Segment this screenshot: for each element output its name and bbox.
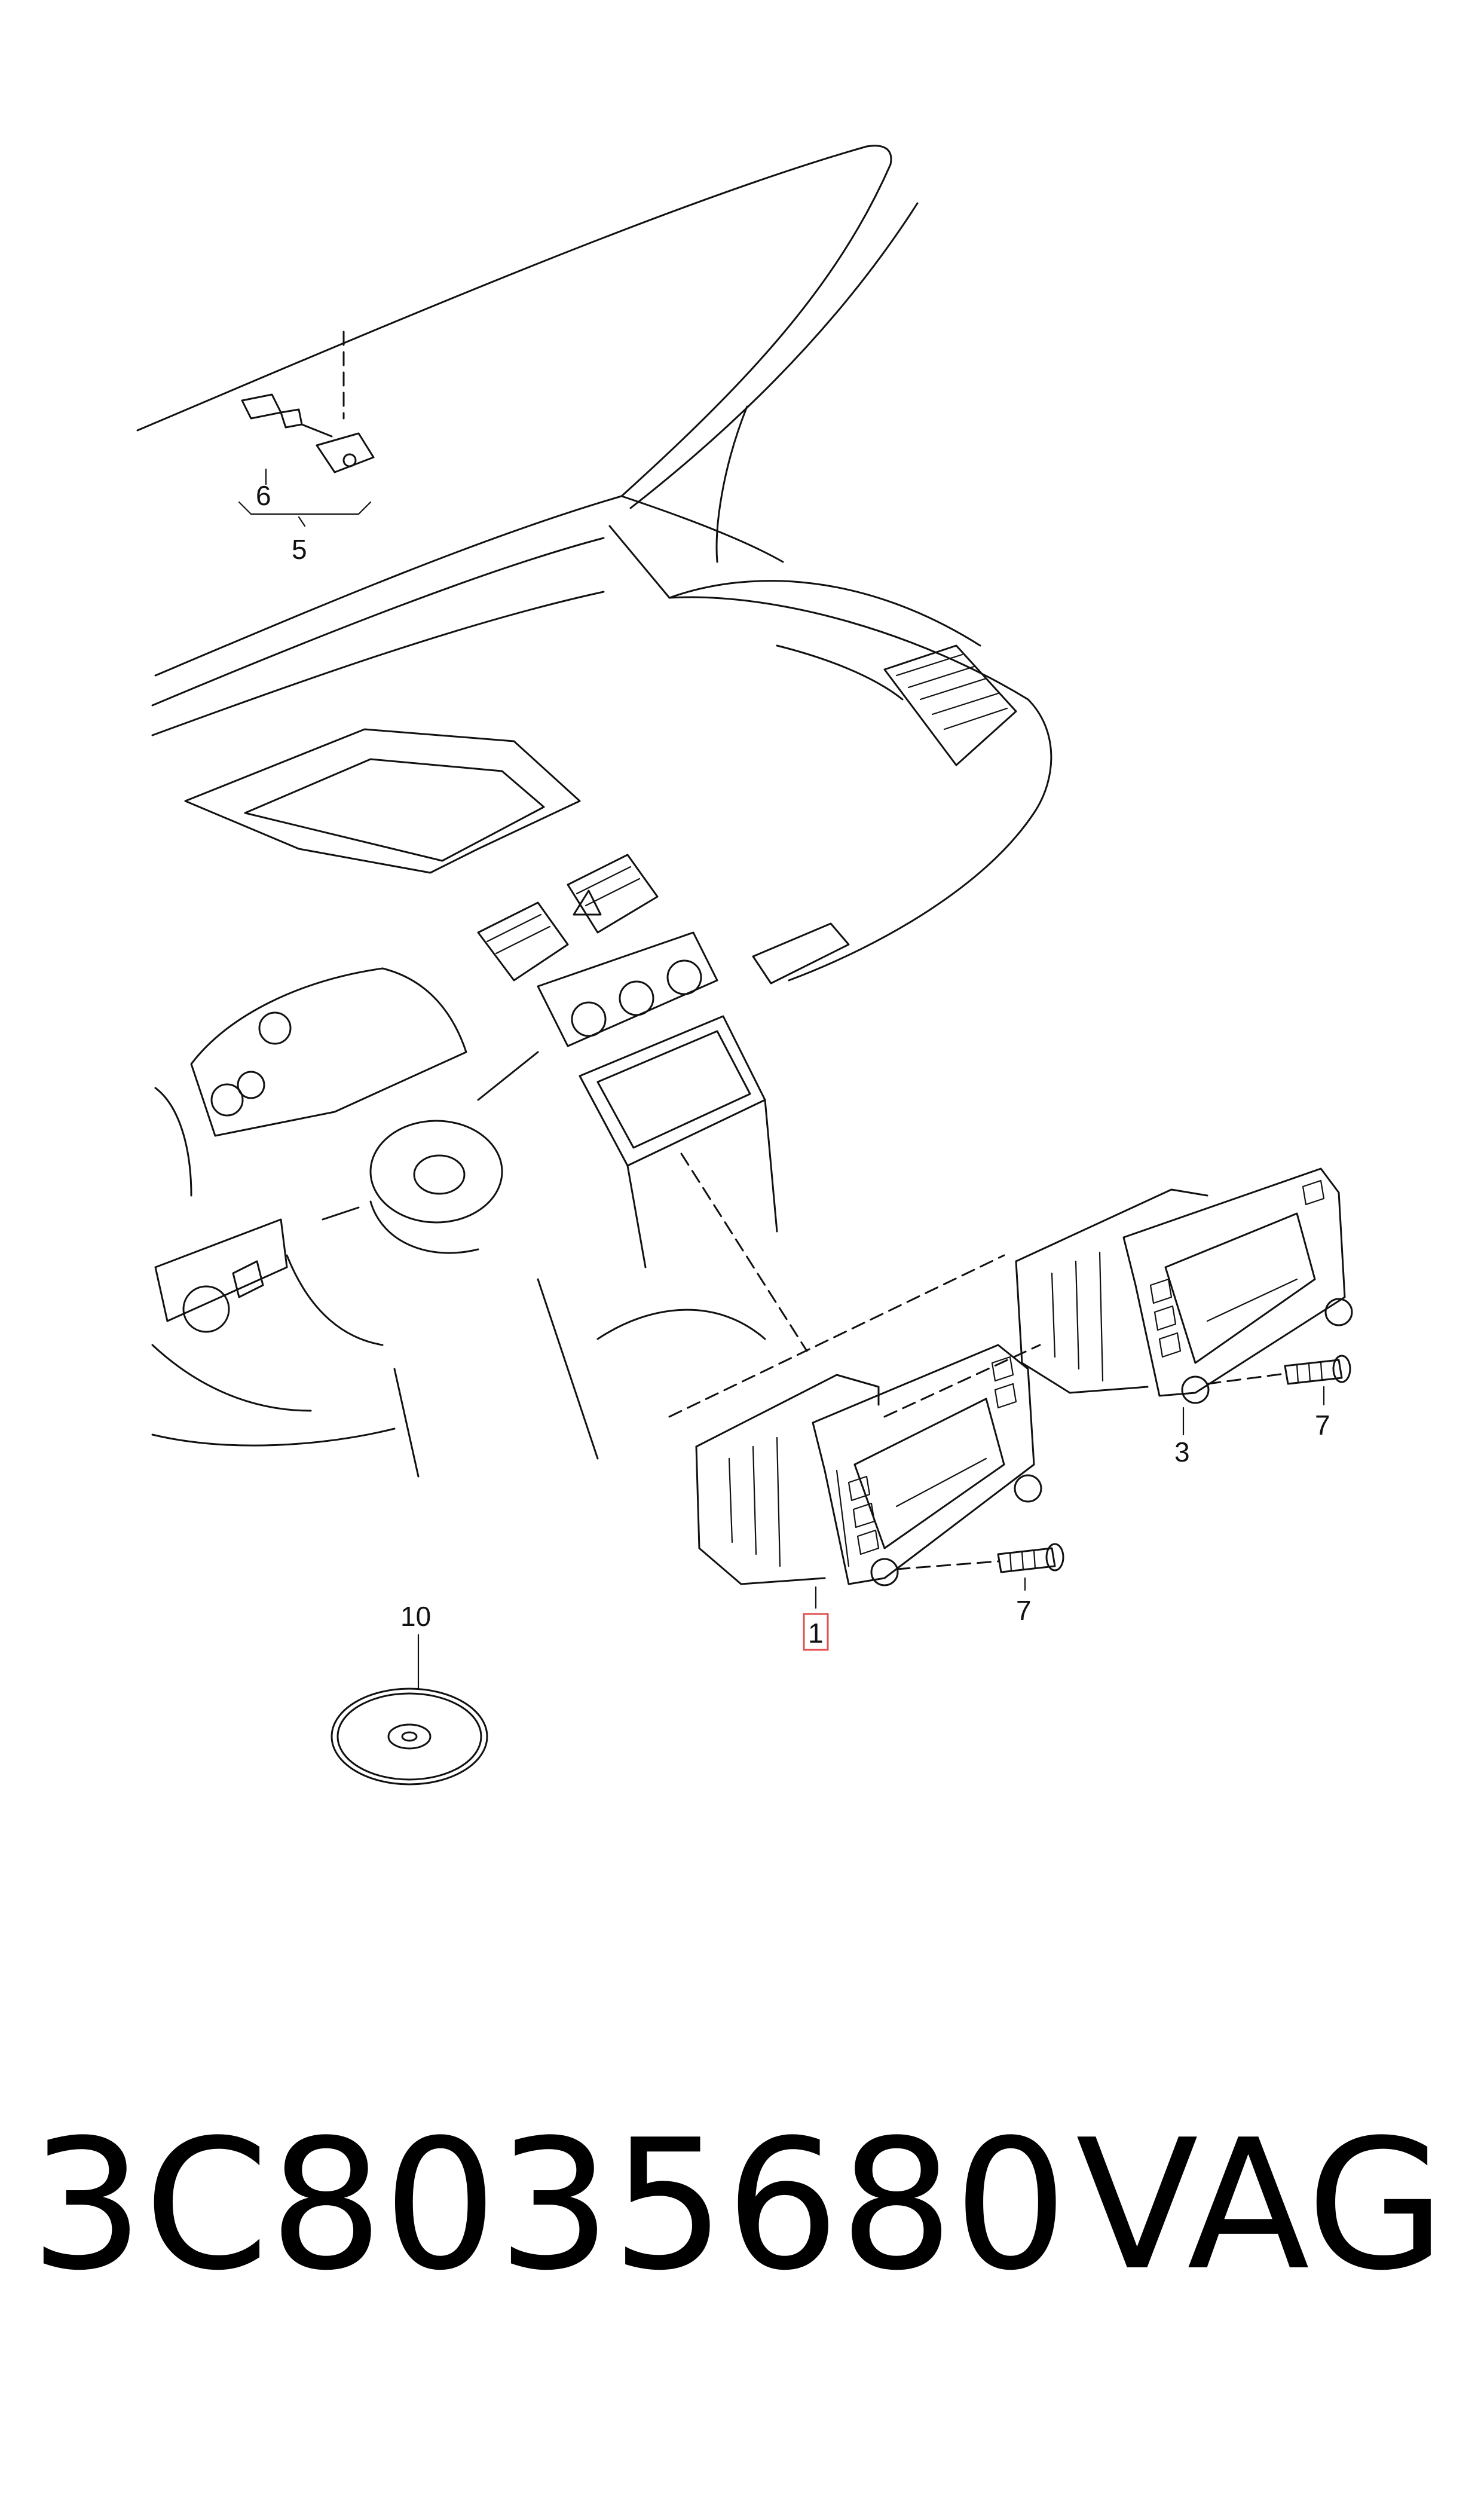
dashboard-outline: [151, 495, 1052, 982]
callout-labels: 1 3 5 6 7 7 10: [256, 480, 1330, 1651]
navigation-disc-part-10: [331, 1634, 488, 1786]
radio-unit-part-1: [695, 1344, 1042, 1586]
callout-1[interactable]: 1: [808, 1618, 824, 1649]
glovebox-handle: [752, 922, 850, 985]
left-dashboard-section: [151, 1087, 766, 1478]
callout-leaders: [265, 468, 1325, 1609]
exploded-parts-diagram: 1 3 5 6 7 7 10: [136, 145, 1353, 1786]
steering-column: [286, 1051, 539, 1346]
callout-3[interactable]: 3: [1174, 1436, 1190, 1468]
screw-part-7-b: [1206, 1355, 1351, 1385]
callout-1-highlight-box: [803, 1613, 829, 1651]
screw-part-7-a: [895, 1543, 1064, 1573]
radio-mounting-slot: [579, 1015, 778, 1268]
assembly-leader-lines: [342, 331, 1041, 1418]
climate-control-panel: [537, 931, 718, 1047]
brand-name: VAG: [1076, 2101, 1446, 2310]
instrument-cluster: [190, 967, 467, 1137]
callout-5[interactable]: 5: [292, 534, 307, 565]
connector-part-6: [241, 393, 333, 438]
center-air-vents: [477, 854, 659, 982]
windshield-outline: [136, 145, 919, 563]
connector-part-5: [316, 432, 375, 473]
radio-unit-part-3: [1015, 1167, 1353, 1404]
callout-7-lower[interactable]: 7: [1016, 1595, 1032, 1626]
callout-7-upper[interactable]: 7: [1315, 1410, 1330, 1441]
callout-10[interactable]: 10: [400, 1601, 431, 1632]
upper-display-housing: [184, 728, 581, 874]
product-footer: 3C8035680 VAG: [0, 2116, 1484, 2391]
part-number: 3C8035680: [30, 2101, 1068, 2310]
callout-bracket-5: [238, 501, 372, 515]
callout-6[interactable]: 6: [256, 480, 271, 511]
right-air-vent: [883, 644, 1017, 766]
